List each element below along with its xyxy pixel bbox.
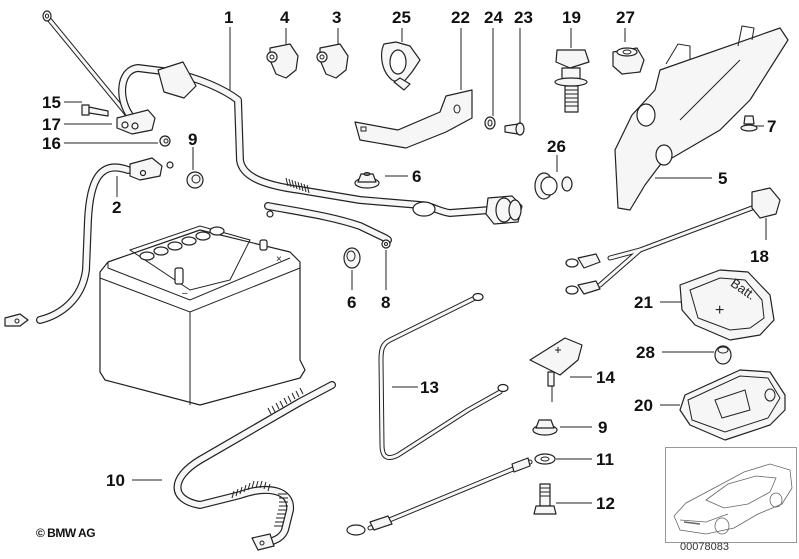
coil-section — [285, 177, 310, 194]
callout-15[interactable]: 15 — [42, 93, 61, 112]
callout-16[interactable]: 16 — [42, 134, 61, 153]
reference-code: 00078083 — [680, 541, 729, 553]
car-overview-thumbnail[interactable] — [665, 447, 797, 543]
callout-8[interactable]: 8 — [381, 293, 390, 312]
part-2-negative-cable[interactable] — [4, 157, 174, 327]
callout-18[interactable]: 18 — [750, 247, 769, 266]
callout-1[interactable]: 1 — [224, 8, 233, 27]
callout-19[interactable]: 19 — [562, 8, 581, 27]
callout-25[interactable]: 25 — [392, 8, 411, 27]
part-6-nut-bottom[interactable] — [343, 247, 361, 269]
callout-21[interactable]: 21 — [634, 293, 653, 312]
battery-cells — [139, 226, 225, 261]
callout-11[interactable]: 11 — [596, 450, 614, 469]
part-16-nut[interactable] — [159, 135, 171, 147]
battery[interactable]: – × — [99, 225, 306, 406]
part-18-cable-with-grommet[interactable] — [565, 187, 781, 295]
part-3-cable-holder[interactable] — [316, 43, 349, 79]
callout-12[interactable]: 12 — [596, 494, 615, 513]
part-20-terminal-base[interactable] — [679, 369, 786, 441]
callout-labels: 1 4 3 25 22 24 23 19 27 15 17 16 9 2 6 2… — [42, 8, 776, 513]
part-28-grommet-small[interactable] — [714, 345, 732, 365]
part-13-battery-cable[interactable] — [378, 292, 509, 460]
callout-10[interactable]: 10 — [106, 471, 125, 490]
part-11-ground-strap[interactable] — [346, 453, 556, 536]
part-2-upper-cable[interactable] — [42, 10, 133, 121]
copyright-text: © BMW AG — [36, 526, 96, 540]
callout-28[interactable]: 28 — [636, 343, 655, 362]
part-5-cover-bracket[interactable] — [614, 25, 789, 211]
part-25-cable-clip[interactable] — [381, 41, 421, 91]
part-22-bracket[interactable] — [354, 89, 473, 149]
callout-14[interactable]: 14 — [596, 368, 615, 387]
callout-6-bottom[interactable]: 6 — [347, 293, 356, 312]
part-12-bolt[interactable] — [533, 483, 557, 515]
callout-27[interactable]: 27 — [616, 8, 635, 27]
callout-6-top[interactable]: 6 — [412, 167, 421, 186]
callout-5[interactable]: 5 — [718, 169, 727, 188]
battery-minus-sign: – — [182, 288, 188, 299]
part-14-terminal-cover[interactable] — [529, 337, 583, 402]
callout-9-top[interactable]: 9 — [188, 130, 197, 149]
part-10-battery-cable[interactable] — [173, 381, 336, 551]
callout-13[interactable]: 13 — [420, 378, 439, 397]
callout-2[interactable]: 2 — [112, 198, 121, 217]
part-24-washer[interactable] — [484, 116, 496, 130]
leader-lines — [64, 27, 767, 504]
part-9-nut-bottom[interactable] — [532, 419, 558, 436]
part-27-lock-nut[interactable] — [612, 47, 645, 75]
part-9-nut-top[interactable] — [186, 171, 204, 189]
part-21-batt-positive-cap[interactable]: Batt. + — [679, 269, 775, 341]
callout-4[interactable]: 4 — [280, 8, 290, 27]
coil-section — [231, 387, 304, 527]
callout-24[interactable]: 24 — [484, 8, 503, 27]
callout-23[interactable]: 23 — [514, 8, 533, 27]
part-4-cable-holder[interactable] — [266, 43, 299, 79]
part-1-positive-cable[interactable] — [118, 61, 523, 225]
part-19-hex-bolt[interactable] — [554, 49, 590, 113]
callout-3[interactable]: 3 — [332, 8, 341, 27]
part-6-nut-top[interactable] — [354, 172, 380, 189]
callout-9-bottom[interactable]: 9 — [598, 418, 607, 437]
callout-17[interactable]: 17 — [42, 115, 61, 134]
part-26-grommet[interactable] — [534, 172, 573, 200]
part-15-bolt[interactable] — [81, 104, 109, 117]
part-23-screw[interactable] — [504, 122, 525, 136]
cap-sign-text: + — [715, 302, 724, 319]
car-overview-icon — [673, 463, 793, 535]
callout-7[interactable]: 7 — [767, 117, 776, 136]
part-17-terminal-clamp[interactable] — [116, 109, 156, 135]
callout-22[interactable]: 22 — [451, 8, 470, 27]
battery-plus-sign: × — [276, 254, 282, 265]
callout-26[interactable]: 26 — [547, 137, 566, 156]
callout-20[interactable]: 20 — [634, 396, 653, 415]
part-8-cable-tube[interactable] — [264, 202, 392, 249]
part-7-expanding-rivet[interactable] — [740, 115, 758, 132]
